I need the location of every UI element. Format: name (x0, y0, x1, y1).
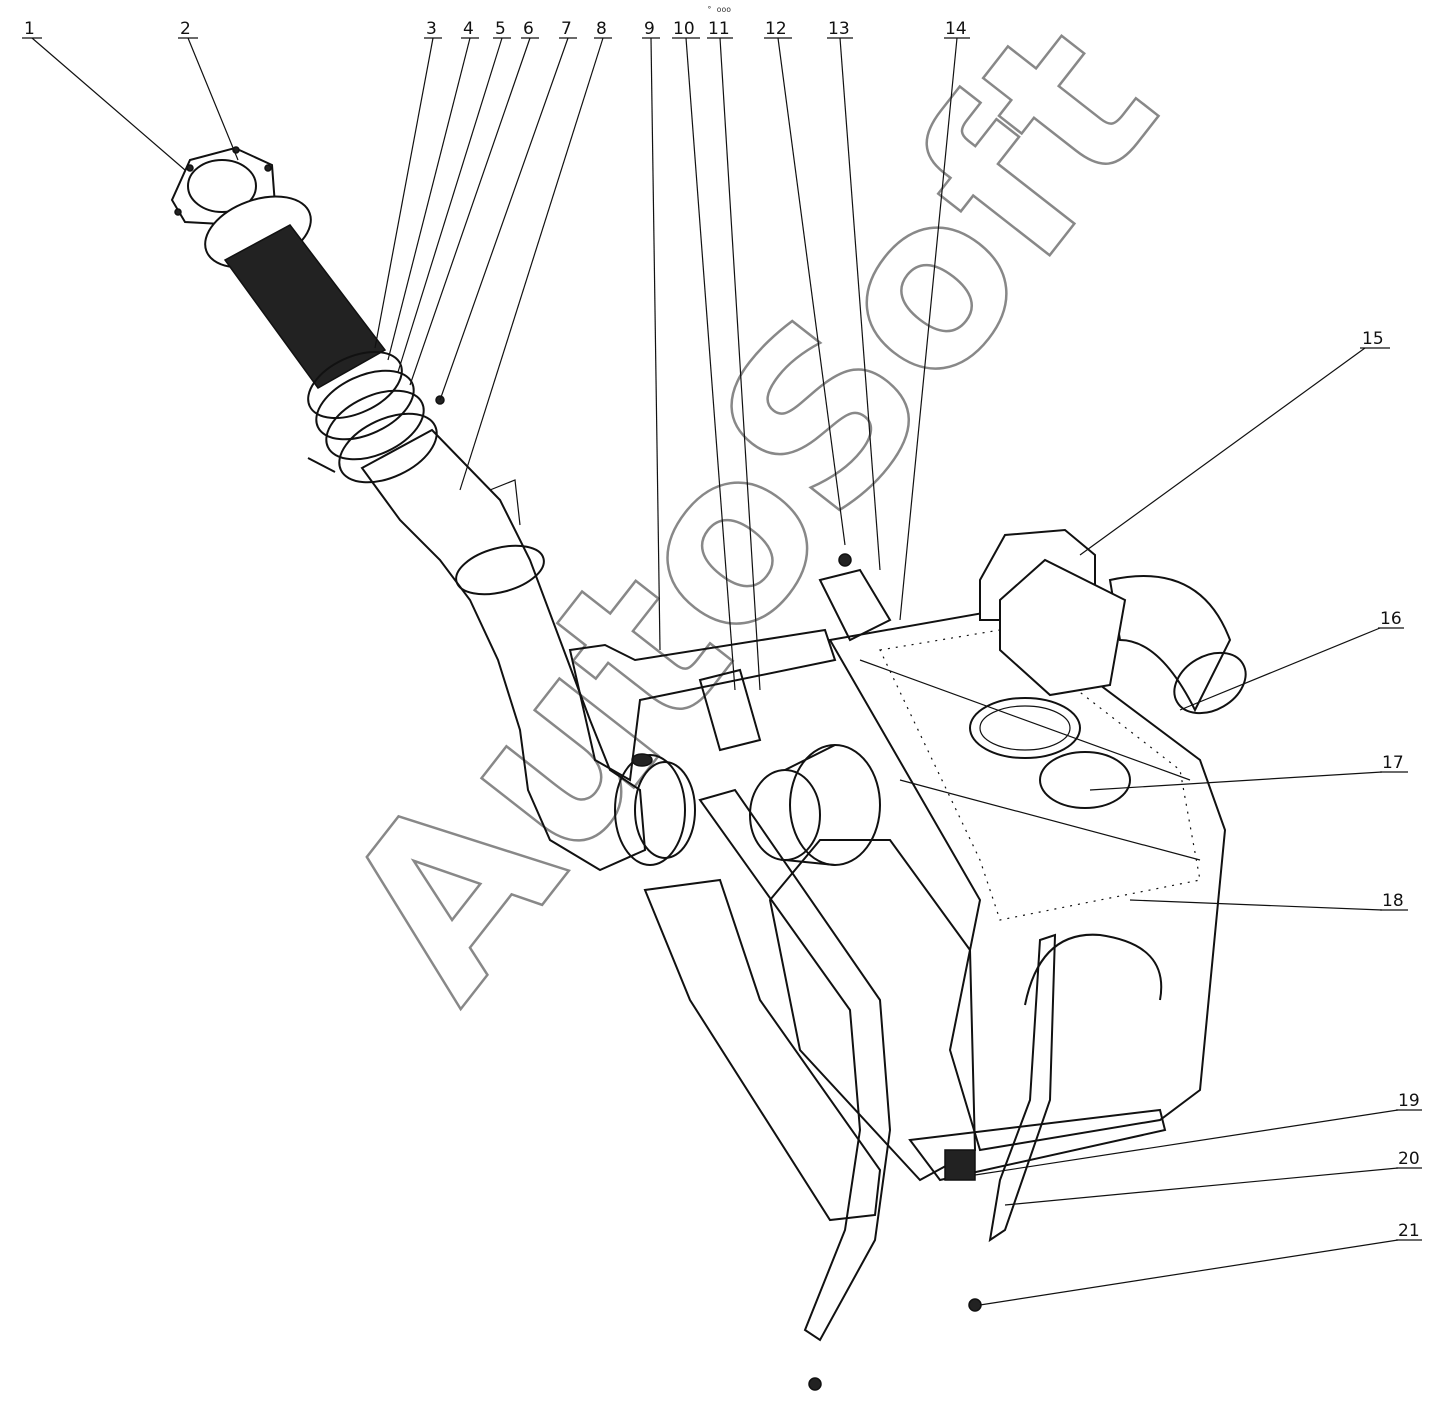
label-2: 2 (180, 19, 191, 39)
label-21: 21 (1398, 1221, 1420, 1241)
label-14: 14 (945, 19, 967, 39)
label-10: 10 (673, 19, 695, 39)
muffler-inlet-cone (749, 744, 881, 866)
support-strap-left (698, 788, 892, 1342)
inspection-ring (969, 697, 1131, 809)
label-12: 12 (765, 19, 787, 39)
top-mark: ° ooo (707, 5, 731, 14)
label-19: 19 (1398, 1091, 1420, 1111)
exhaust-pipe (360, 428, 647, 872)
label-15: 15 (1362, 329, 1384, 349)
bracket-frame (568, 553, 892, 782)
label-13: 13 (828, 19, 850, 39)
label-5: 5 (495, 19, 506, 39)
label-6: 6 (523, 19, 534, 39)
pipe-clamp (614, 753, 696, 866)
outlet-elbow (1108, 575, 1247, 715)
sensor-box (979, 528, 1127, 697)
fastener-21 (968, 1298, 982, 1312)
support-strap-right (988, 933, 1163, 1243)
callout-labels: 1 2 3 4 5 6 7 8 9 10 11 12 13 14 15 16 1… (24, 19, 1420, 1241)
fastener-bottom (808, 1377, 822, 1391)
label-7: 7 (561, 19, 572, 39)
label-17: 17 (1382, 753, 1404, 773)
label-18: 18 (1382, 891, 1404, 911)
label-1: 1 (24, 19, 35, 39)
label-16: 16 (1380, 609, 1402, 629)
leader-lines (22, 37, 1422, 1306)
flexible-hose (204, 195, 438, 484)
label-20: 20 (1398, 1149, 1420, 1169)
label-11: 11 (708, 19, 730, 39)
label-9: 9 (644, 19, 655, 39)
label-4: 4 (463, 19, 474, 39)
label-8: 8 (596, 19, 607, 39)
label-3: 3 (426, 19, 437, 39)
